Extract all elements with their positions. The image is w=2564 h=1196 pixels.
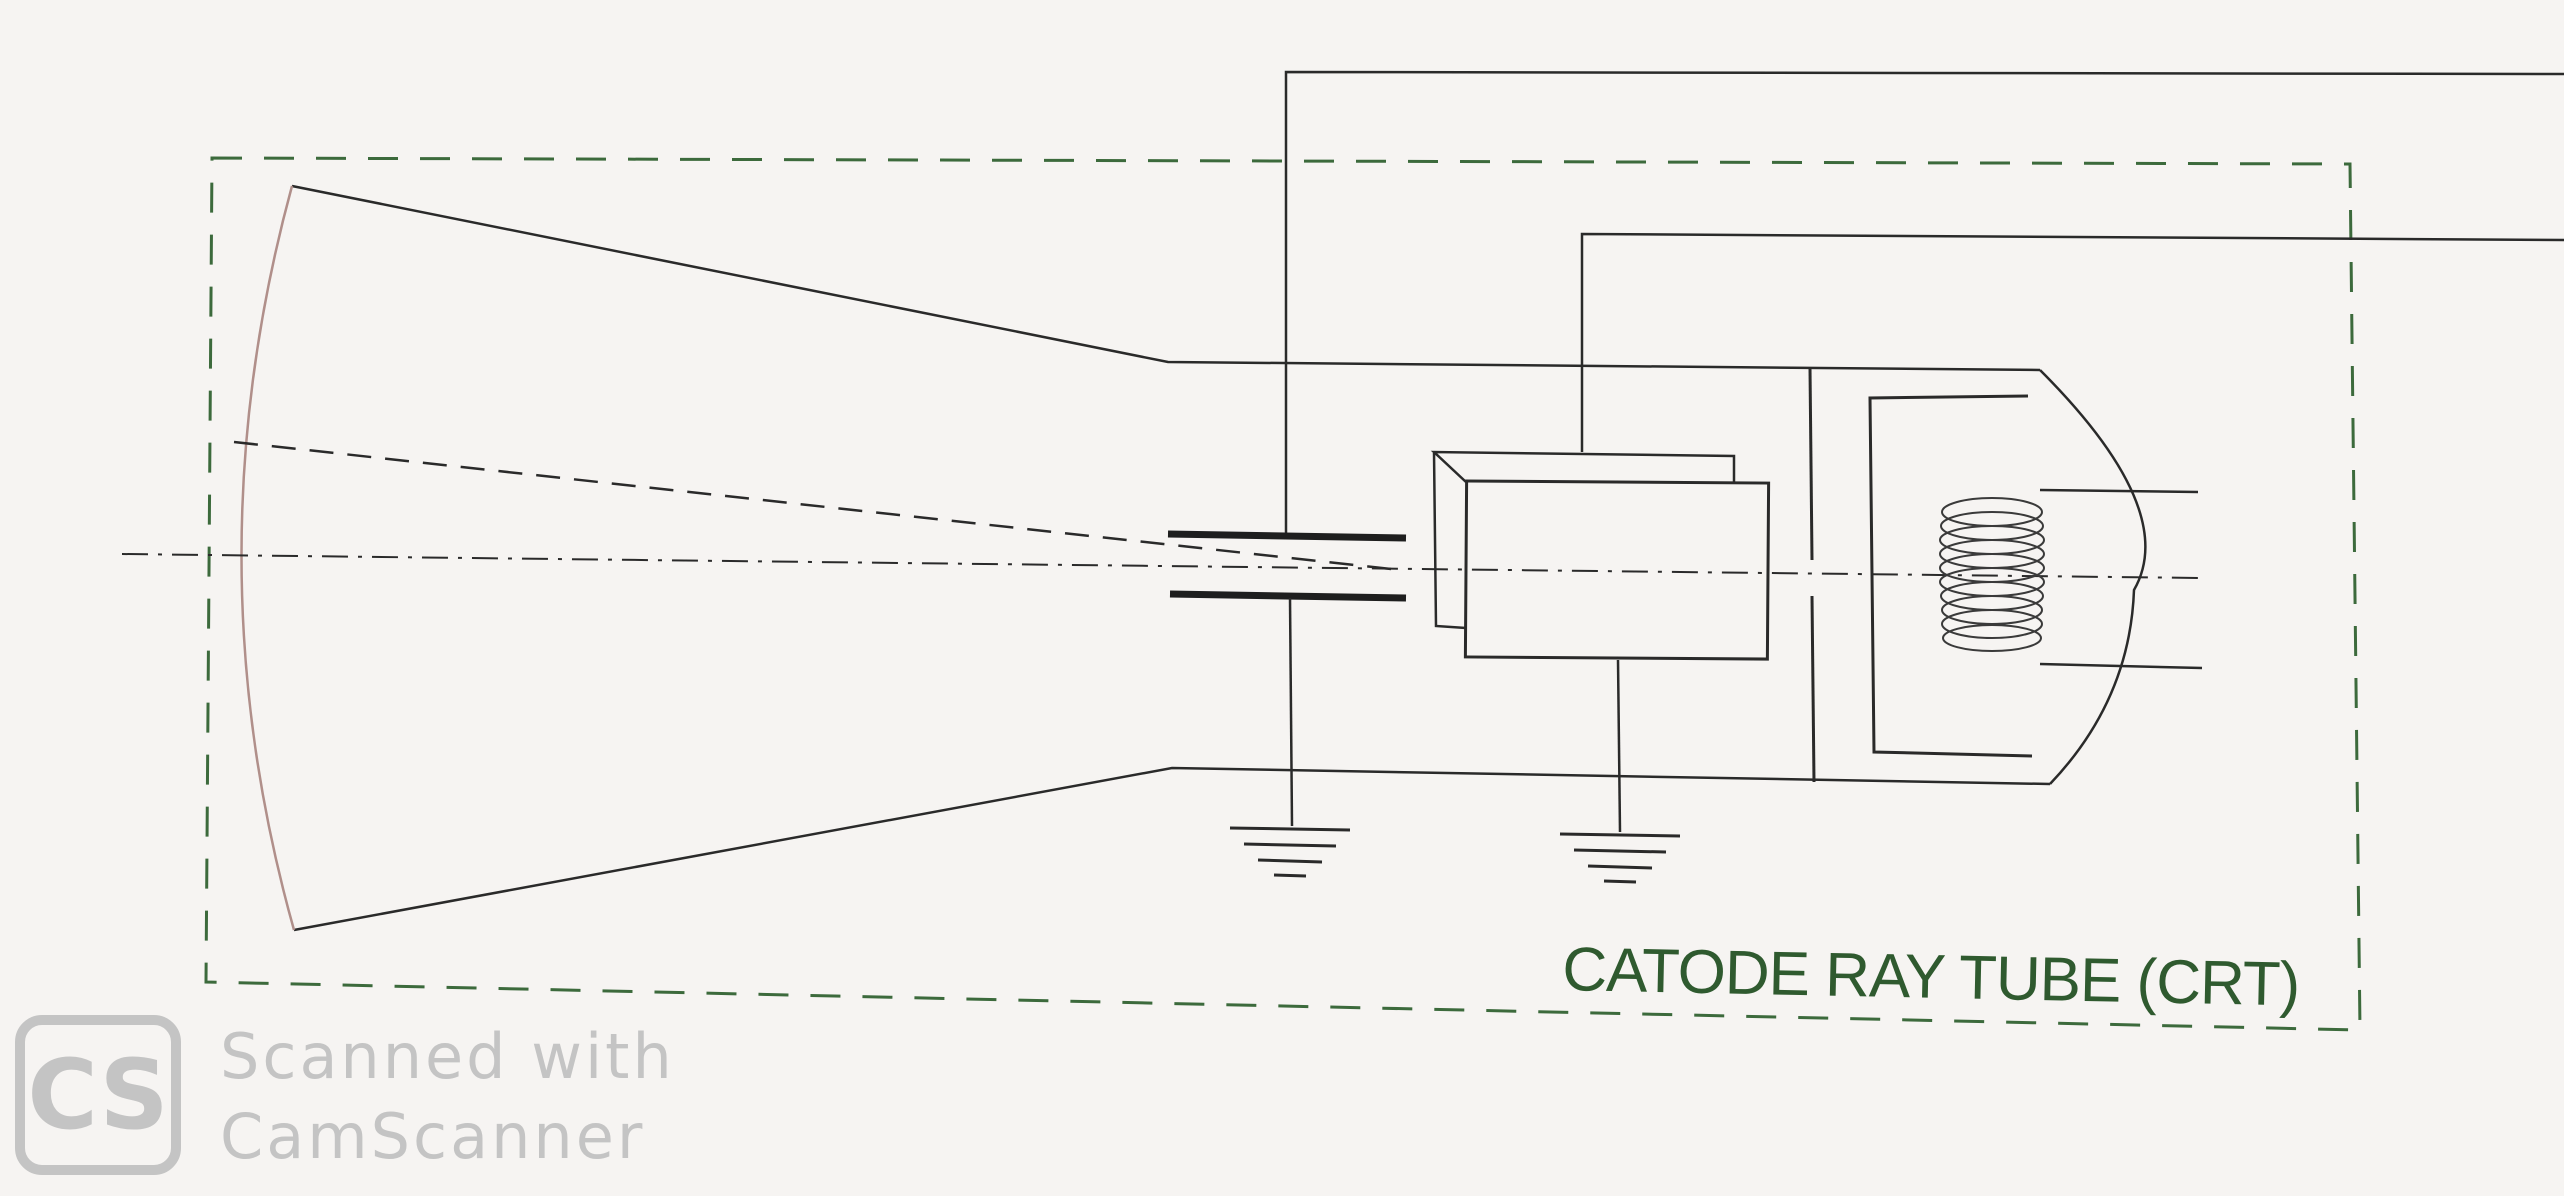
enclosure-dashed-box xyxy=(204,156,2362,1032)
watermark-line-2: CamScanner xyxy=(220,1100,645,1173)
ground-symbol-right xyxy=(1559,832,1681,884)
deflection-plate-lower xyxy=(1169,590,1407,602)
heater-lead-lower xyxy=(2039,662,2203,670)
control-grid xyxy=(1808,367,1816,783)
phosphor-screen-curve xyxy=(240,185,296,931)
anode-cylinder-back xyxy=(1430,450,1736,630)
camscanner-logo-text: CS xyxy=(27,1039,168,1151)
heater-lead-upper xyxy=(2039,488,2199,494)
deflection-ground-lead xyxy=(1288,597,1294,827)
tube-lower-wall xyxy=(293,766,2051,932)
deflection-plates xyxy=(1167,530,1407,602)
heater-filament xyxy=(1939,497,2045,652)
tube-envelope xyxy=(291,184,2147,932)
diagram-caption: CATODE RAY TUBE (CRT) xyxy=(1562,935,2300,1019)
watermark-line-1: Scanned with xyxy=(220,1020,675,1093)
tube-base-curve xyxy=(2039,369,2147,785)
anode-cylinder xyxy=(1430,450,1771,661)
anode-ground-lead xyxy=(1616,659,1622,833)
deflection-plate-wire xyxy=(1284,70,2564,536)
anode-wire xyxy=(1580,232,2564,452)
cathode-cup xyxy=(1868,394,2033,758)
tube-upper-wall xyxy=(291,184,2041,372)
deflected-beam-line xyxy=(233,440,1401,572)
supply-wires xyxy=(1284,70,2564,536)
camscanner-watermark: CS Scanned with CamScanner xyxy=(15,1015,675,1175)
camscanner-logo xyxy=(15,1015,181,1175)
heater-leads xyxy=(2039,488,2203,670)
tube-axis-line xyxy=(121,553,2201,579)
deflection-plate-upper xyxy=(1167,530,1407,542)
ground-symbol-left xyxy=(1229,826,1351,878)
anode-cylinder-front xyxy=(1463,479,1771,661)
